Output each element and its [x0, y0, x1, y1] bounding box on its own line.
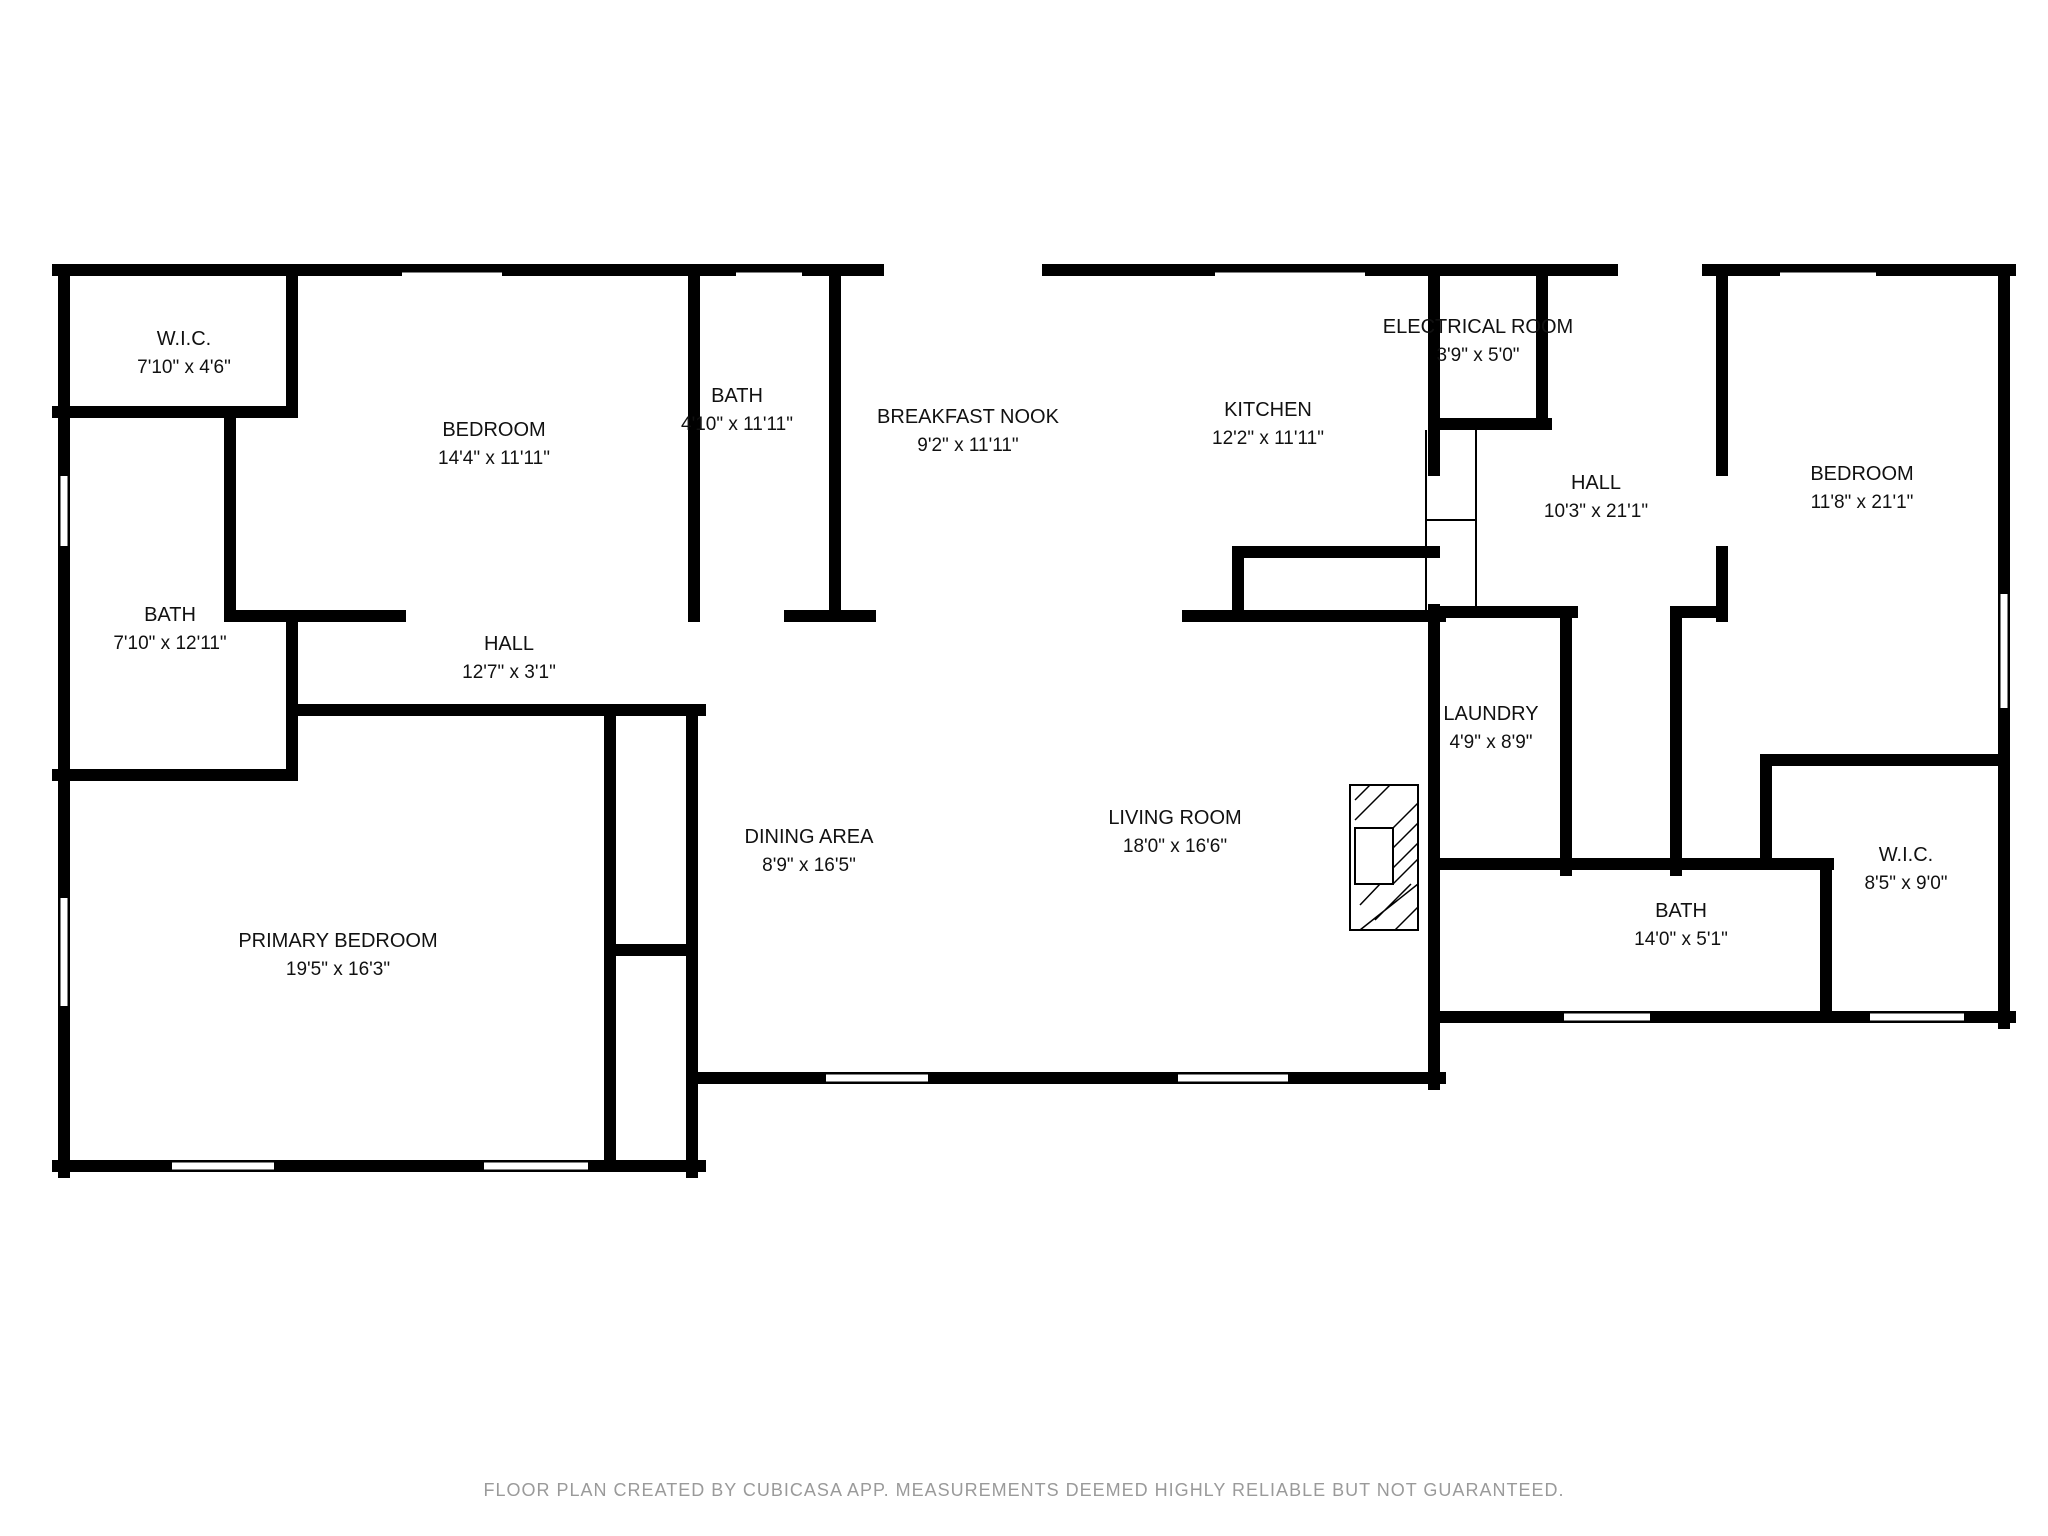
room-name: BATH: [1655, 900, 1707, 922]
room-dims: 11'8" x 21'1": [1811, 492, 1914, 513]
room-dims: 4'9" x 8'9": [1449, 732, 1532, 753]
room-dims: 19'5" x 16'3": [286, 959, 390, 980]
room-name: HALL: [1571, 472, 1621, 494]
room-dims: 8'9" x 16'5": [762, 855, 856, 876]
room-name: ELECTRICAL ROOM: [1383, 316, 1573, 338]
room-dims: 3'9" x 5'0": [1436, 345, 1519, 366]
room-name: BEDROOM: [442, 419, 545, 441]
room-name: BATH: [144, 604, 196, 626]
room-dims: 7'10" x 4'6": [137, 357, 231, 378]
room-name: LAUNDRY: [1443, 703, 1538, 725]
room-name: HALL: [484, 633, 534, 655]
room-name: KITCHEN: [1224, 399, 1312, 421]
walls: [52, 264, 2016, 1178]
room-dims: 14'4" x 11'11": [438, 448, 550, 469]
room-name: LIVING ROOM: [1108, 807, 1241, 829]
room-name: W.I.C.: [157, 328, 211, 350]
room-name: BREAKFAST NOOK: [877, 406, 1060, 428]
room-dims: 12'2" x 11'11": [1212, 428, 1324, 449]
room-dims: 12'7" x 3'1": [462, 662, 556, 683]
room-dims: 14'0" x 5'1": [1634, 929, 1728, 950]
room-name: DINING AREA: [745, 826, 875, 848]
room-name: W.I.C.: [1879, 844, 1933, 866]
room-dims: 4'10" x 11'11": [681, 414, 793, 435]
room-dims: 8'5" x 9'0": [1864, 873, 1947, 894]
windows: [60, 272, 2008, 1170]
stairs: [1425, 430, 1477, 610]
room-dims: 9'2" x 11'11": [917, 435, 1018, 456]
room-name: PRIMARY BEDROOM: [238, 930, 437, 952]
fireplace: [1349, 784, 1419, 931]
room-name: BATH: [711, 385, 763, 407]
footer-disclaimer: FLOOR PLAN CREATED BY CUBICASA APP. MEAS…: [483, 1480, 1565, 1500]
room-dims: 7'10" x 12'11": [113, 633, 226, 654]
room-name: BEDROOM: [1810, 463, 1913, 485]
room-dims: 10'3" x 21'1": [1544, 501, 1648, 522]
room-dims: 18'0" x 16'6": [1123, 836, 1227, 857]
